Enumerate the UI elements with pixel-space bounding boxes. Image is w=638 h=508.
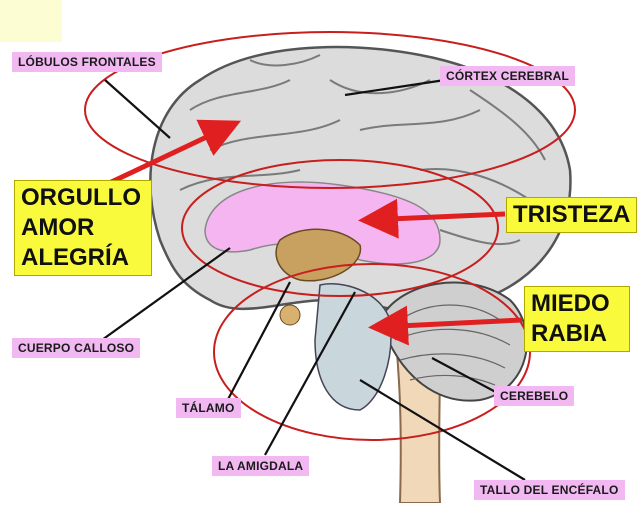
- label-talamo: TÁLAMO: [176, 398, 241, 418]
- label-cerebelo: CEREBELO: [494, 386, 574, 406]
- emotion-miedo: MIEDO: [531, 289, 623, 319]
- emotion-box-fear: MIEDO RABIA: [524, 286, 630, 352]
- emotion-amor: AMOR: [21, 213, 145, 243]
- label-amigdala: LA AMIGDALA: [212, 456, 309, 476]
- label-cuerpo-calloso: CUERPO CALLOSO: [12, 338, 140, 358]
- label-lobulos-frontales: LÓBULOS FRONTALES: [12, 52, 162, 72]
- emotion-orgullo: ORGULLO: [21, 183, 145, 213]
- emotion-alegria: ALEGRÍA: [21, 243, 145, 273]
- corner-patch: [0, 0, 62, 42]
- amygdala-shape: [280, 305, 300, 325]
- emotion-tristeza: TRISTEZA: [506, 197, 637, 233]
- label-cortex-cerebral: CÓRTEX CEREBRAL: [440, 66, 575, 86]
- emotion-box-positive: ORGULLO AMOR ALEGRÍA: [14, 180, 152, 276]
- emotion-rabia: RABIA: [531, 319, 623, 349]
- label-tallo-encefalo: TALLO DEL ENCÉFALO: [474, 480, 625, 500]
